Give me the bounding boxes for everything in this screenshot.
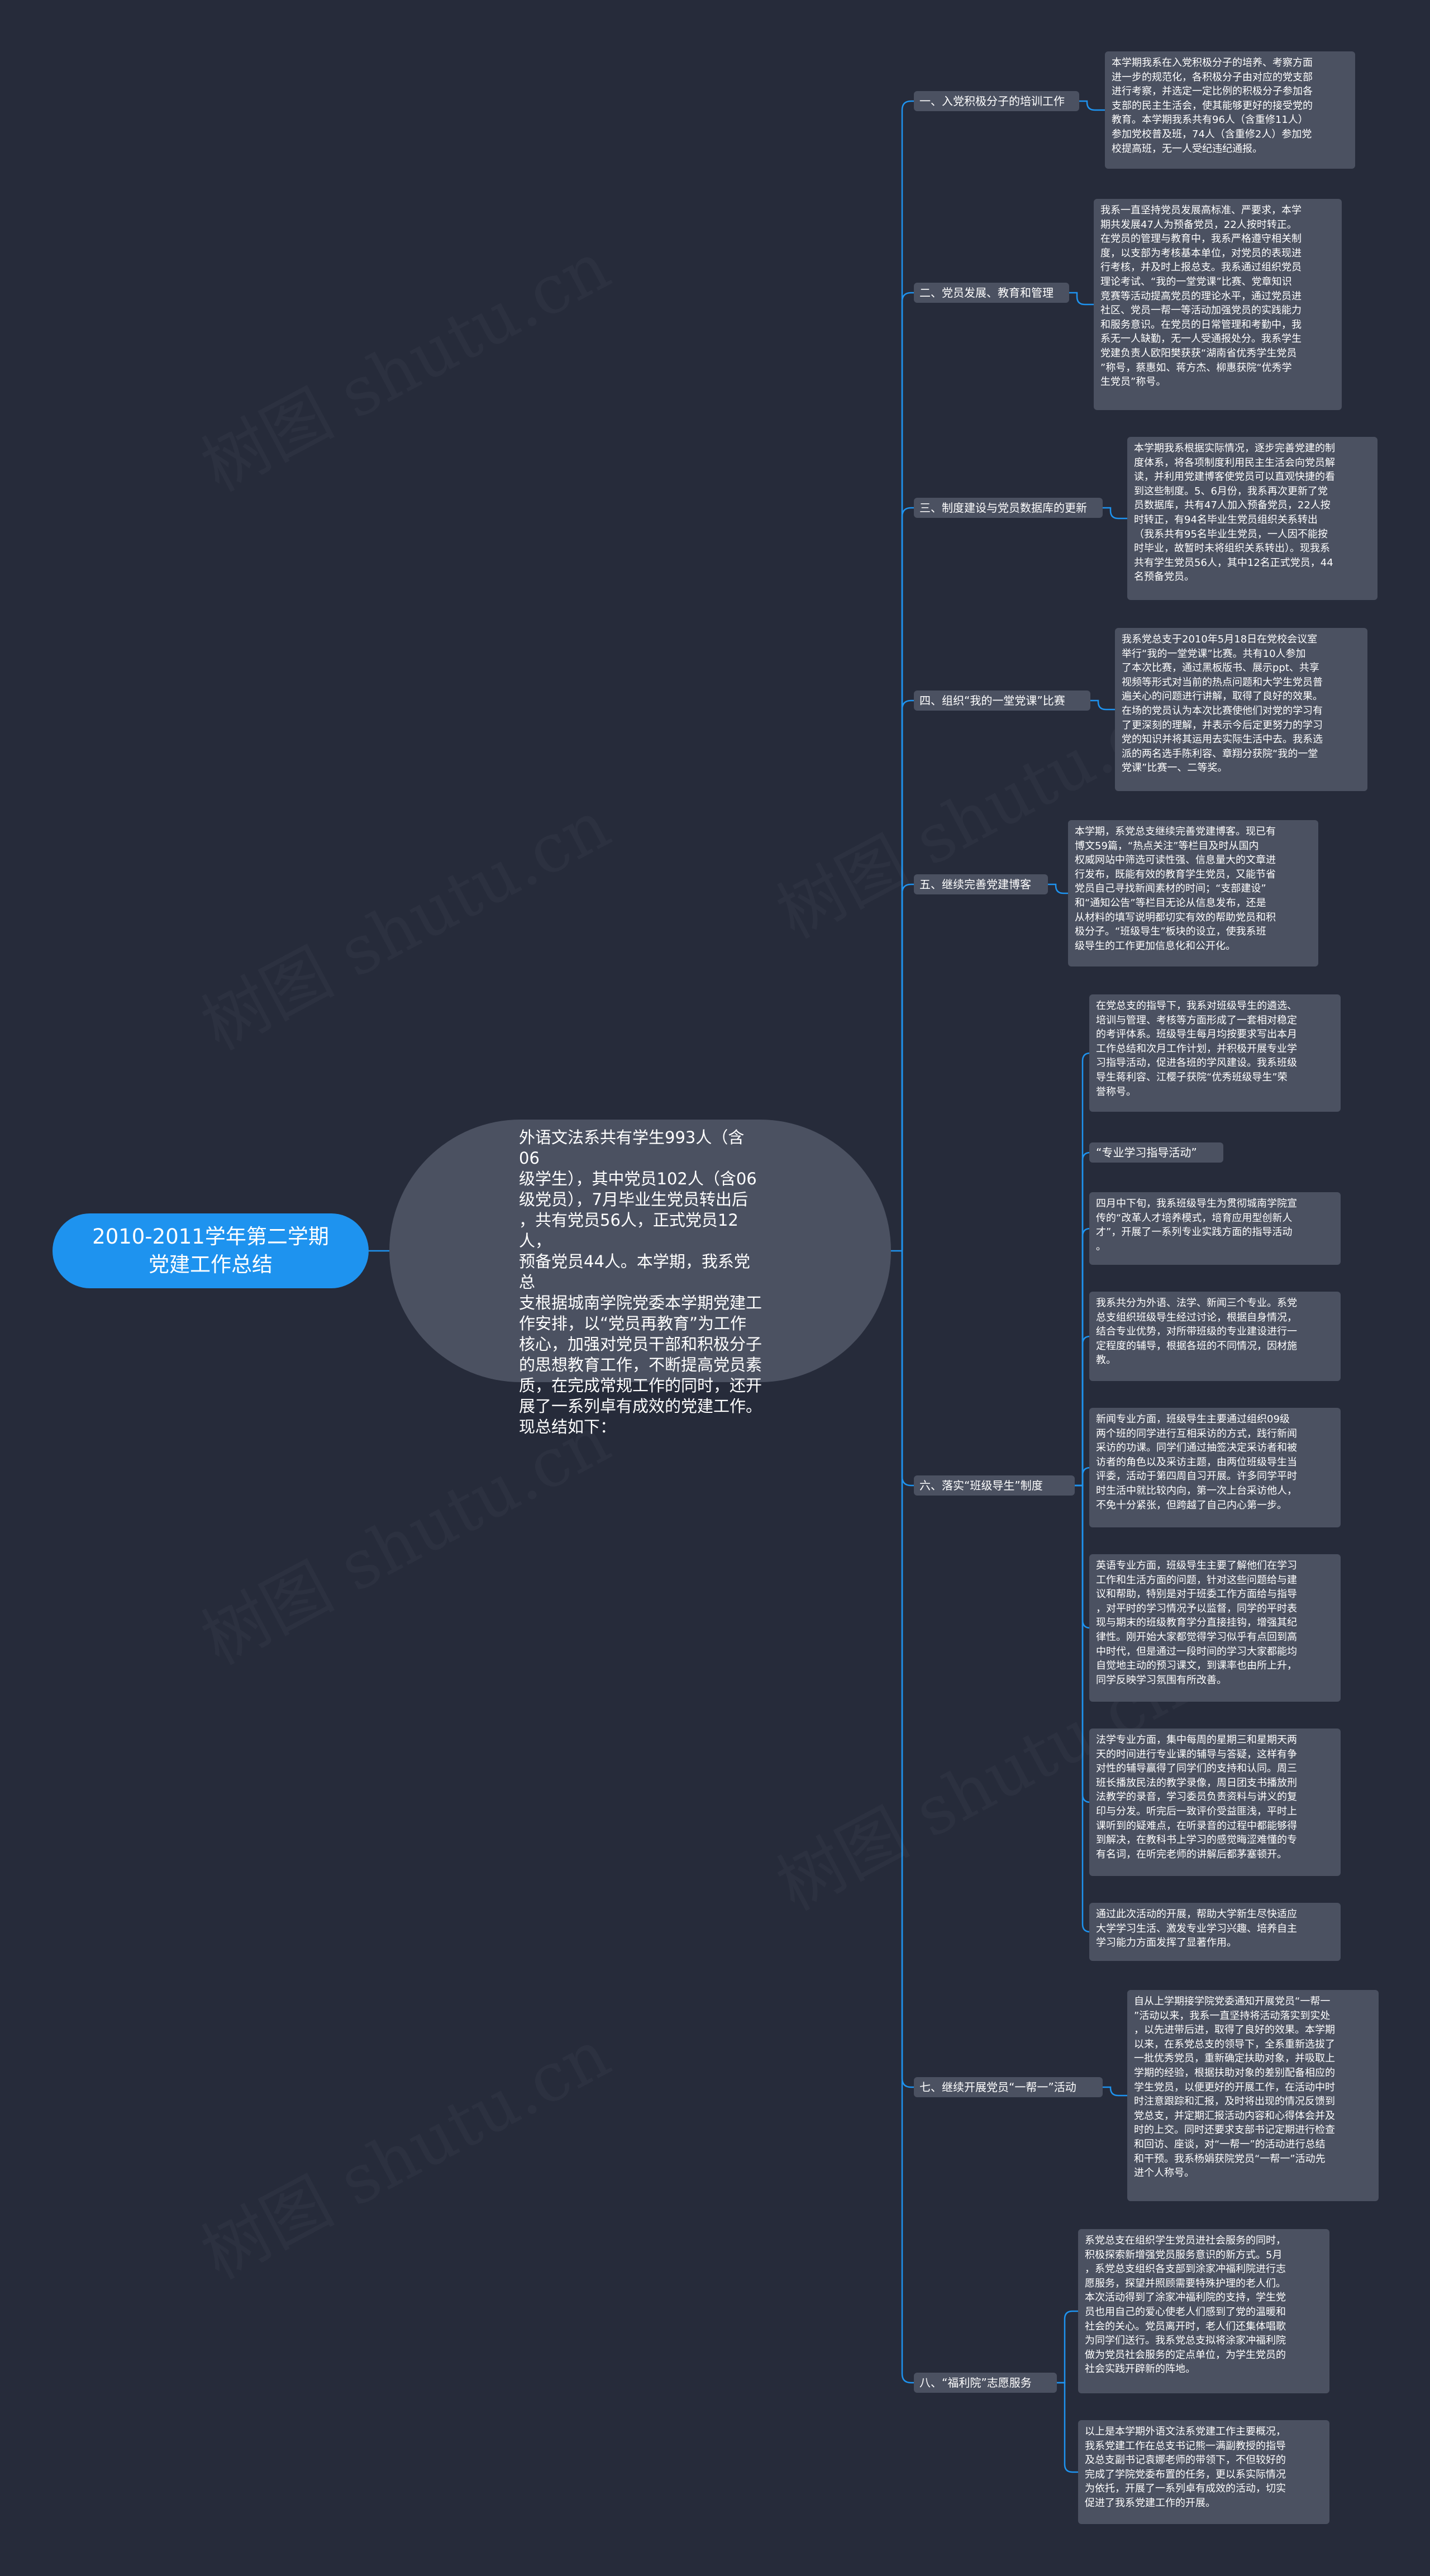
connector-line xyxy=(901,292,914,1251)
leaf-text-node[interactable]: 法学专业方面，集中每周的星期三和星期天两 天的时间进行专业课的辅导与答疑，这样有… xyxy=(1089,1729,1341,1876)
leaf-text-node[interactable]: 通过此次活动的开展，帮助大学新生尽快适应 大学学习生活、激发专业学习兴趣、培养自… xyxy=(1089,1903,1341,1961)
branch-node[interactable]: 二、党员发展、教育和管理 xyxy=(914,283,1069,303)
connector-line xyxy=(1079,100,1105,111)
leaf-text-node[interactable]: 我系党总支于2010年5月18日在党校会议室 举行“我的一堂党课”比赛。共有10… xyxy=(1115,628,1367,791)
connector-line xyxy=(901,1251,914,2088)
branch-node[interactable]: 一、入党积极分子的培训工作 xyxy=(914,91,1079,111)
leaf-text-node[interactable]: 我系一直坚持党员发展高标准、严要求，本学 期共发展47人为预备党员，22人按时转… xyxy=(1094,199,1342,410)
leaf-text-node[interactable]: 以上是本学期外语文法系党建工作主要概况， 我系党建工作在总支书记熊一满副教授的指… xyxy=(1078,2420,1329,2524)
subheading-node[interactable]: “专业学习指导活动” xyxy=(1089,1142,1223,1163)
branch-node[interactable]: 六、落实“班级导生”制度 xyxy=(914,1475,1075,1496)
leaf-text-node[interactable]: 英语专业方面，班级导生主要了解他们在学习 工作和生活方面的问题，针对这些问题给与… xyxy=(1089,1554,1341,1702)
leaf-text-node[interactable]: 本学期我系根据实际情况，逐步完善党建的制 度体系，将各项制度利用民主生活会向党员… xyxy=(1127,437,1377,600)
connector-line xyxy=(1075,1484,1091,1933)
branch-node[interactable]: 三、制度建设与党员数据库的更新 xyxy=(914,498,1103,518)
leaf-text-node[interactable]: 新闻专业方面，班级导生主要通过组织09级 两个班的同学进行互相采访的方式，践行新… xyxy=(1089,1408,1341,1527)
connector-line xyxy=(901,507,914,1251)
root-node[interactable]: 2010-2011学年第二学期 党建工作总结 xyxy=(53,1213,369,1288)
branch-node[interactable]: 四、组织“我的一堂党课”比赛 xyxy=(914,691,1090,711)
connector-line xyxy=(1103,507,1127,520)
leaf-text-node[interactable]: 我系共分为外语、法学、新闻三个专业。系党 总支组织班级导生经过讨论，根据自身情况… xyxy=(1089,1292,1341,1381)
branch-node[interactable]: 五、继续完善党建博客 xyxy=(914,874,1048,894)
connector-line xyxy=(1057,2310,1078,2384)
leaf-text-node[interactable]: 在党总支的指导下，我系对班级导生的遴选、 培训与管理、考核等方面形成了一套相对稳… xyxy=(1089,994,1341,1112)
leaf-text-node[interactable]: 系党总支在组织学生党员进社会服务的同时， 积极探索新增强党员服务意识的新方式。5… xyxy=(1078,2229,1329,2393)
connector-line xyxy=(901,1251,914,2384)
connector-line xyxy=(901,100,914,1251)
branch-node[interactable]: 七、继续开展党员“一帮一”活动 xyxy=(914,2077,1103,2097)
leaf-text-node[interactable]: 四月中下旬，我系班级导生为贯彻城南学院宣 传的“改革人才培养模式，培育应用型创新… xyxy=(1089,1192,1341,1265)
branch-node[interactable]: 八、“福利院”志愿服务 xyxy=(914,2373,1057,2393)
connector-line xyxy=(901,699,914,1251)
leaf-text-node[interactable]: 本学期，系党总支继续完善党建博客。现已有 博文59篇，“热点关注”等栏目及时从国… xyxy=(1068,820,1318,966)
connector-line xyxy=(1069,292,1094,306)
connector-line xyxy=(901,1251,914,1487)
leaf-text-node[interactable]: 本学期我系在入党积极分子的培养、考察方面 进一步的规范化，各积极分子由对应的党支… xyxy=(1105,51,1355,169)
leaf-text-node[interactable]: 自从上学期接学院党委通知开展党员“一帮一 ”活动以来，我系一直坚持将活动落实到实… xyxy=(1127,1990,1379,2201)
connector-line xyxy=(1090,699,1115,711)
connector-line xyxy=(1075,1335,1091,1487)
connector-line xyxy=(901,883,914,1251)
connector-line xyxy=(1057,2382,1078,2473)
summary-node[interactable]: 外语文法系共有学生993人（含06 级学生），其中党员102人（含06 级党员）… xyxy=(389,1120,891,1436)
connector-line xyxy=(1048,883,1068,894)
connector-line xyxy=(1103,2086,1127,2097)
